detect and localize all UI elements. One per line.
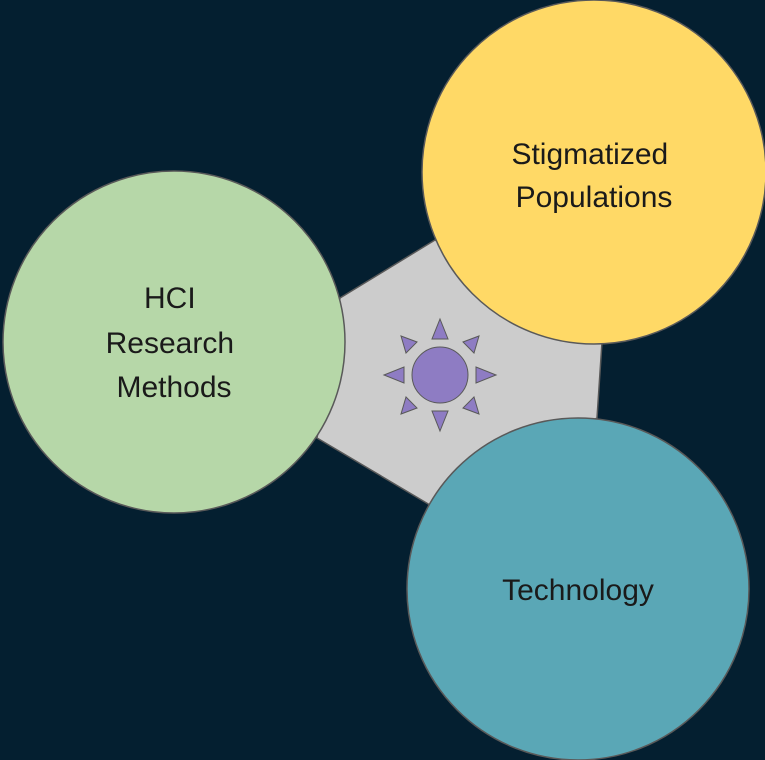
sun-ray-bottom-right <box>462 396 480 415</box>
circle-technology-shape <box>406 417 750 760</box>
sun-icon <box>382 317 498 433</box>
circle-stigmatized-populations: Stigmatized Populations <box>421 0 765 345</box>
circle-technology-label: Technology <box>502 574 654 607</box>
sun-ray-right <box>475 366 498 384</box>
circle-hci-research-methods: HCI Research Methods <box>2 170 346 514</box>
circle-stigmatized-shape <box>421 0 765 345</box>
circle-stigmatized-label: Stigmatized Populations <box>511 138 676 214</box>
circle-stigmatized-line-1: Stigmatized <box>511 138 668 171</box>
circle-hci-line-1: HCI <box>144 282 196 315</box>
sun-ray-top-left <box>400 335 418 354</box>
sun-ray-bottom <box>431 410 449 433</box>
circle-technology: Technology <box>406 417 750 760</box>
circle-technology-line-1: Technology <box>502 574 654 607</box>
sun-ray-left <box>382 366 405 384</box>
circle-hci-line-3: Methods <box>116 371 231 404</box>
circle-hci-label: HCI Research Methods <box>106 282 243 404</box>
sun-core <box>411 346 469 404</box>
sun-ray-bottom-left <box>400 396 418 415</box>
circle-hci-shape <box>2 170 346 514</box>
circle-stigmatized-line-2: Populations <box>516 181 673 214</box>
circle-hci-line-2: Research <box>106 327 234 360</box>
sun-ray-top <box>431 317 449 340</box>
sun-ray-top-right <box>462 335 480 354</box>
